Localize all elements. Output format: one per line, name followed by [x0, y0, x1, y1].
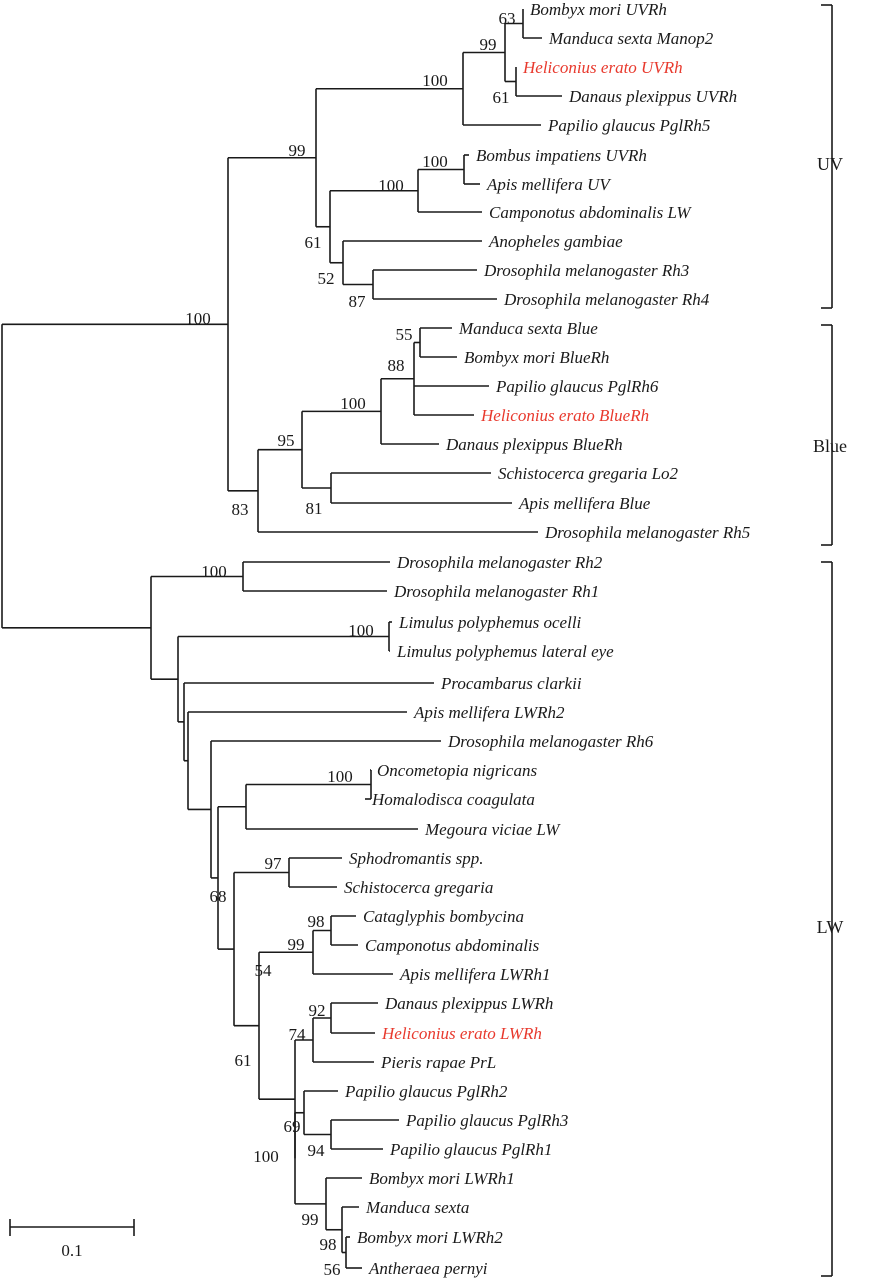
taxon-label: Drosophila melanogaster Rh1 — [393, 582, 599, 601]
taxon-label: Schistocerca gregaria Lo2 — [498, 464, 679, 483]
taxon-label: Drosophila melanogaster Rh5 — [544, 523, 750, 542]
taxon-label: Heliconius erato LWRh — [381, 1024, 542, 1043]
taxon-label: Papilio glaucus PglRh6 — [495, 377, 659, 396]
taxon-label: Papilio glaucus PglRh1 — [389, 1140, 552, 1159]
taxon-label: Papilio glaucus PglRh2 — [344, 1082, 508, 1101]
taxon-label: Papilio glaucus PglRh3 — [405, 1111, 568, 1130]
bootstrap-labels: 63 61 99 100 100 100 87 52 61 99 55 88 100 81 95 83 100 1… — [185, 9, 515, 1279]
bootstrap-value: 74 — [289, 1025, 307, 1044]
bootstrap-value: 55 — [396, 325, 413, 344]
taxon-label: Heliconius erato BlueRh — [480, 406, 649, 425]
taxon-label: Bombyx mori BlueRh — [464, 348, 609, 367]
taxon-label: Procambarus clarkii — [440, 674, 582, 693]
taxon-label: Manduca sexta Blue — [458, 319, 598, 338]
taxon-label: Drosophila melanogaster Rh2 — [396, 553, 603, 572]
taxon-label: Apis mellifera Blue — [518, 494, 651, 513]
bootstrap-value: 98 — [320, 1235, 337, 1254]
taxon-label: Apis mellifera LWRh1 — [399, 965, 550, 984]
taxon-label: Bombyx mori LWRh2 — [357, 1228, 503, 1247]
bootstrap-value: 54 — [255, 961, 273, 980]
group-label-blue: Blue — [813, 436, 847, 456]
bootstrap-value: 99 — [288, 935, 305, 954]
bootstrap-value: 100 — [185, 309, 211, 328]
bootstrap-value: 92 — [309, 1001, 326, 1020]
bootstrap-value: 63 — [499, 9, 516, 28]
taxon-label: Homalodisca coagulata — [371, 790, 535, 809]
bootstrap-value: 100 — [327, 767, 353, 786]
bootstrap-value: 100 — [340, 394, 366, 413]
taxon-label: Megoura viciae LW — [424, 820, 561, 839]
taxon-label: Limulus polyphemus lateral eye — [396, 642, 614, 661]
taxon-label: Manduca sexta Manop2 — [548, 29, 714, 48]
taxon-label: Sphodromantis spp. — [349, 849, 483, 868]
taxon-label: Apis mellifera LWRh2 — [413, 703, 565, 722]
taxon-label: Cataglyphis bombycina — [363, 907, 524, 926]
group-label-uv: UV — [817, 154, 843, 174]
bootstrap-value: 61 — [305, 233, 322, 252]
taxon-label: Bombyx mori UVRh — [530, 0, 667, 19]
bootstrap-value: 100 — [348, 621, 374, 640]
bootstrap-value: 68 — [210, 887, 227, 906]
taxon-label: Danaus plexippus BlueRh — [445, 435, 623, 454]
bootstrap-value: 61 — [235, 1051, 252, 1070]
bootstrap-value: 61 — [493, 88, 510, 107]
taxon-label: Danaus plexippus UVRh — [568, 87, 737, 106]
taxon-label: Bombyx mori LWRh1 — [369, 1169, 515, 1188]
taxon-label: Antheraea pernyi — [368, 1259, 488, 1278]
bootstrap-value: 100 — [378, 176, 404, 195]
taxon-label: Pieris rapae PrL — [380, 1053, 496, 1072]
taxon-label: Drosophila melanogaster Rh6 — [447, 732, 654, 751]
bootstrap-value: 87 — [349, 292, 367, 311]
tree-branches — [1, 9, 562, 1269]
bootstrap-value: 99 — [480, 35, 497, 54]
bootstrap-value: 100 — [253, 1147, 279, 1166]
taxon-label: Bombus impatiens UVRh — [476, 146, 647, 165]
bootstrap-value: 83 — [232, 500, 249, 519]
bootstrap-value: 94 — [308, 1141, 326, 1160]
scale-bar: 0.1 — [9, 1219, 135, 1260]
bootstrap-value: 52 — [318, 269, 335, 288]
bootstrap-value: 97 — [265, 854, 283, 873]
taxon-label: Manduca sexta — [365, 1198, 469, 1217]
scale-bar-label: 0.1 — [61, 1241, 82, 1260]
bootstrap-value: 69 — [284, 1117, 301, 1136]
taxon-label: Limulus polyphemus ocelli — [398, 613, 582, 632]
bootstrap-value: 100 — [422, 152, 448, 171]
bootstrap-value: 88 — [388, 356, 405, 375]
group-label-lw: LW — [817, 917, 844, 937]
taxon-label: Drosophila melanogaster Rh3 — [483, 261, 689, 280]
bootstrap-value: 98 — [308, 912, 325, 931]
bootstrap-value: 56 — [324, 1260, 341, 1279]
taxon-label: Danaus plexippus LWRh — [384, 994, 553, 1013]
taxon-label: Anopheles gambiae — [488, 232, 623, 251]
taxon-label: Drosophila melanogaster Rh4 — [503, 290, 710, 309]
bootstrap-value: 100 — [422, 71, 448, 90]
taxon-label: Heliconius erato UVRh — [522, 58, 683, 77]
taxon-label: Camponotus abdominalis LW — [489, 203, 692, 222]
taxon-label: Camponotus abdominalis — [365, 936, 540, 955]
bootstrap-value: 95 — [278, 431, 295, 450]
taxon-label: Apis mellifera UV — [486, 175, 612, 194]
bootstrap-value: 99 — [289, 141, 306, 160]
taxon-label: Schistocerca gregaria — [344, 878, 493, 897]
bootstrap-value: 100 — [201, 562, 227, 581]
bootstrap-value: 99 — [302, 1210, 319, 1229]
taxon-label: Oncometopia nigricans — [377, 761, 537, 780]
bootstrap-value: 81 — [306, 499, 323, 518]
taxon-label: Papilio glaucus PglRh5 — [547, 116, 710, 135]
